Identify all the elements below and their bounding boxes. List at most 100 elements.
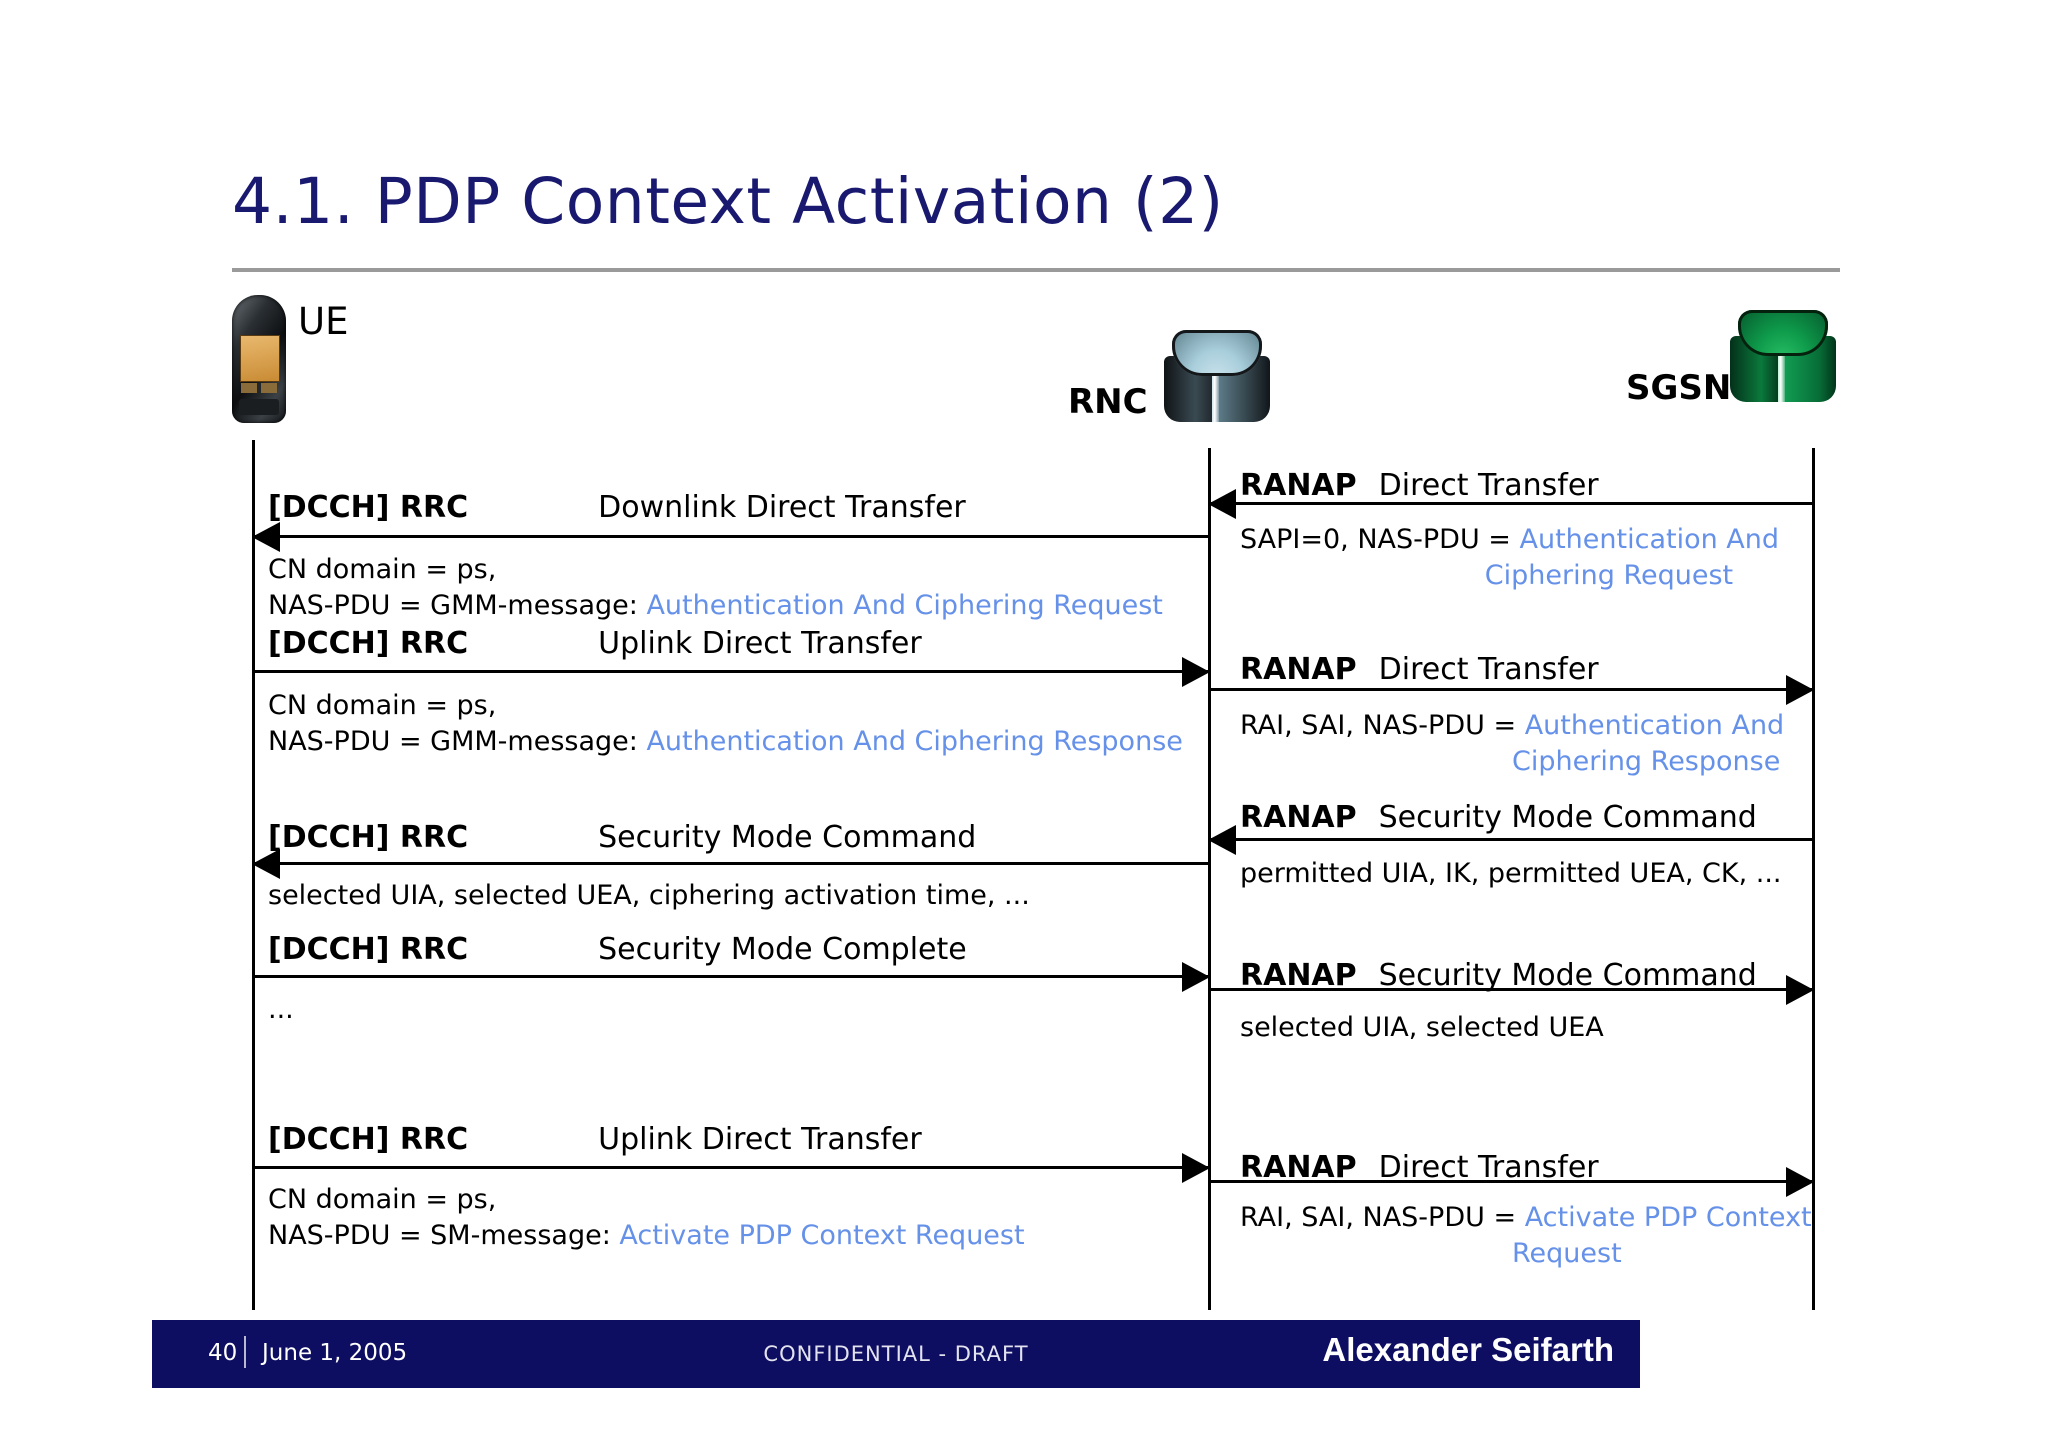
message-body-plain: RAI, SAI, NAS-PDU = xyxy=(1240,1202,1525,1233)
message-body-highlight: Authentication And Ciphering Response xyxy=(646,726,1183,757)
title-divider xyxy=(232,268,1840,272)
phone-screen xyxy=(240,335,280,382)
message-arrow-line xyxy=(1210,502,1812,505)
message-arrow-line xyxy=(1210,688,1812,691)
message-arrow-head xyxy=(1182,657,1210,687)
message-body-plain: RAI, SAI, NAS-PDU = xyxy=(1240,710,1525,741)
actor-label-ue: UE xyxy=(298,300,349,343)
message-protocol: RANAP xyxy=(1240,652,1357,687)
message-body-line: NAS-PDU = GMM-message: Authentication An… xyxy=(268,724,1183,760)
message-body-line: permitted UIA, IK, permitted UEA, CK, ..… xyxy=(1240,856,1782,892)
message-name: Downlink Direct Transfer xyxy=(598,490,966,525)
mobile-phone-icon xyxy=(228,295,290,425)
actor-label-sgsn: SGSN xyxy=(1626,368,1732,408)
message-body-highlight: Ciphering Request xyxy=(1484,560,1734,591)
message-body-highlight: Activate PDP Context Request xyxy=(619,1220,1025,1251)
message-arrow-head xyxy=(1208,825,1236,855)
message-body-line: Request xyxy=(1512,1236,1622,1272)
page-title: 4.1. PDP Context Activation (2) xyxy=(232,165,1224,238)
message-body-line: selected UIA, selected UEA xyxy=(1240,1010,1604,1046)
message-arrow-line xyxy=(254,1166,1208,1169)
message-header: RANAP Direct Transfer xyxy=(1240,652,1599,687)
message-arrow-head xyxy=(1786,675,1814,705)
message-body-line: ... xyxy=(268,992,294,1028)
message-body-line: CN domain = ps, xyxy=(268,552,496,588)
cube-edge xyxy=(1778,340,1785,402)
message-name: Direct Transfer xyxy=(1378,652,1599,687)
message-body-highlight: Request xyxy=(1512,1238,1622,1269)
message-protocol: RANAP xyxy=(1240,800,1357,835)
message-name: Direct Transfer xyxy=(1378,468,1599,503)
message-header: RANAP Direct Transfer xyxy=(1240,468,1599,503)
message-header: [DCCH] RRC Uplink Direct Transfer xyxy=(268,626,922,661)
message-protocol: RANAP xyxy=(1240,958,1357,993)
message-body-line: Ciphering Response xyxy=(1512,744,1780,780)
message-name: Security Mode Command xyxy=(1378,958,1757,993)
message-arrow-head xyxy=(1208,489,1236,519)
phone-keys xyxy=(241,383,277,393)
footer-author: Alexander Seifarth xyxy=(1322,1331,1614,1368)
message-body-line: Ciphering Request xyxy=(1485,558,1733,594)
message-body-highlight: Authentication And Ciphering Request xyxy=(646,590,1163,621)
message-protocol: [DCCH] RRC xyxy=(268,490,469,525)
message-body-plain: SAPI=0, NAS-PDU = xyxy=(1240,524,1520,555)
message-header: [DCCH] RRC Security Mode Command xyxy=(268,820,976,855)
lifeline-rnc xyxy=(1208,448,1211,1310)
message-body-highlight: Ciphering Response xyxy=(1512,746,1781,777)
message-name: Direct Transfer xyxy=(1378,1150,1599,1185)
message-body-line: CN domain = ps, xyxy=(268,1182,496,1218)
message-protocol: RANAP xyxy=(1240,468,1357,503)
message-arrow-head xyxy=(1182,1153,1210,1183)
message-body-plain: ... xyxy=(268,994,294,1025)
message-body-line: RAI, SAI, NAS-PDU = Authentication And xyxy=(1240,708,1784,744)
message-arrow-line xyxy=(1210,838,1812,841)
message-protocol: [DCCH] RRC xyxy=(268,626,469,661)
message-header: [DCCH] RRC Uplink Direct Transfer xyxy=(268,1122,922,1157)
message-arrow-line xyxy=(254,670,1208,673)
message-protocol: [DCCH] RRC xyxy=(268,820,469,855)
message-body-plain: CN domain = ps, xyxy=(268,690,497,721)
footer-separator xyxy=(244,1336,246,1368)
message-body-highlight: Activate PDP Context xyxy=(1524,1202,1812,1233)
message-body-plain: selected UIA, selected UEA xyxy=(1240,1012,1604,1043)
message-body-line: SAPI=0, NAS-PDU = Authentication And xyxy=(1240,522,1779,558)
message-name: Uplink Direct Transfer xyxy=(598,1122,922,1157)
message-arrow-head xyxy=(1182,962,1210,992)
message-body-line: CN domain = ps, xyxy=(268,688,496,724)
message-body-line: RAI, SAI, NAS-PDU = Activate PDP Context xyxy=(1240,1200,1812,1236)
message-header: [DCCH] RRC Security Mode Complete xyxy=(268,932,967,967)
phone-keypad xyxy=(239,399,279,415)
message-protocol: [DCCH] RRC xyxy=(268,1122,469,1157)
message-body-line: NAS-PDU = GMM-message: Authentication An… xyxy=(268,588,1163,624)
footer-date: June 1, 2005 xyxy=(262,1340,408,1366)
message-arrow-line xyxy=(1210,1180,1812,1183)
message-name: Uplink Direct Transfer xyxy=(598,626,922,661)
message-arrow-head xyxy=(1786,1167,1814,1197)
message-body-plain: CN domain = ps, xyxy=(268,554,497,585)
cube-icon-green xyxy=(1724,310,1842,418)
footer-page-number: 40 xyxy=(208,1340,238,1366)
message-body-plain: NAS-PDU = GMM-message: xyxy=(268,590,647,621)
footer-bar: 40 June 1, 2005 CONFIDENTIAL - DRAFT Ale… xyxy=(152,1320,1640,1388)
message-body-plain: permitted UIA, IK, permitted UEA, CK, ..… xyxy=(1240,858,1782,889)
message-header: [DCCH] RRC Downlink Direct Transfer xyxy=(268,490,966,525)
message-body-plain: selected UIA, selected UEA, ciphering ac… xyxy=(268,880,1030,911)
message-arrow-head xyxy=(1786,975,1814,1005)
cube-face-top xyxy=(1172,330,1262,376)
message-name: Security Mode Complete xyxy=(598,932,967,967)
message-body-plain: NAS-PDU = GMM-message: xyxy=(268,726,647,757)
message-protocol: [DCCH] RRC xyxy=(268,932,469,967)
message-body-plain: CN domain = ps, xyxy=(268,1184,497,1215)
message-body-plain: NAS-PDU = SM-message: xyxy=(268,1220,620,1251)
cube-face-top xyxy=(1738,310,1828,356)
message-header: RANAP Security Mode Command xyxy=(1240,958,1757,993)
message-body-highlight: Authentication And xyxy=(1519,524,1780,555)
lifeline-sgsn xyxy=(1812,448,1815,1310)
footer-confidentiality: CONFIDENTIAL - DRAFT xyxy=(763,1342,1029,1366)
message-arrow-line xyxy=(1210,988,1812,991)
cube-icon-blue xyxy=(1158,330,1276,438)
message-arrow-line xyxy=(254,975,1208,978)
message-name: Security Mode Command xyxy=(598,820,977,855)
